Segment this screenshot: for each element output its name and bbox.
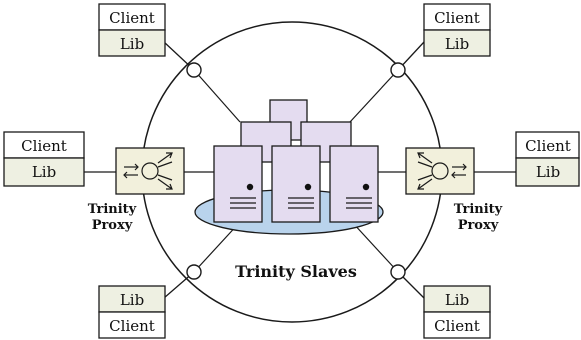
router-icon — [417, 152, 467, 190]
client-stack-bottom-right: Lib Client — [423, 285, 491, 339]
client-label: Client — [21, 137, 67, 155]
client-label: Client — [109, 9, 155, 27]
lib-label: Lib — [536, 163, 560, 181]
client-stack-left: Client Lib — [3, 131, 85, 187]
client-stack-bottom-left: Lib Client — [98, 285, 166, 339]
client-label: Client — [525, 137, 571, 155]
client-label: Client — [109, 317, 155, 335]
lib-label: Lib — [445, 35, 469, 53]
proxy-left-label-2: Proxy — [92, 218, 133, 233]
junction-top-right — [390, 62, 406, 78]
client-stack-top-left: Client Lib — [98, 3, 166, 57]
link-bottom-right — [351, 221, 399, 273]
client-stack-right: Client Lib — [515, 131, 580, 187]
junction-bottom-right — [390, 264, 406, 280]
junction-bottom-left — [186, 264, 202, 280]
lib-label: Lib — [120, 291, 144, 309]
junction-top-left — [186, 62, 202, 78]
router-icon — [123, 152, 173, 190]
server-front-3 — [329, 145, 379, 223]
lib-label: Lib — [32, 163, 56, 181]
client-stack-top-right: Client Lib — [423, 3, 491, 57]
proxy-left-label-1: Trinity — [88, 202, 137, 217]
slaves-label: Trinity Slaves — [235, 262, 357, 281]
proxy-right-label-1: Trinity — [454, 202, 503, 217]
client-label: Client — [434, 317, 480, 335]
link-bottom-left — [193, 221, 241, 273]
proxy-right-label-2: Proxy — [458, 218, 499, 233]
proxy-right — [405, 147, 475, 195]
server-front-1 — [213, 145, 263, 223]
server-front-2 — [271, 145, 321, 223]
proxy-left — [115, 147, 185, 195]
lib-label: Lib — [120, 35, 144, 53]
link-top-left — [193, 69, 241, 123]
client-label: Client — [434, 9, 480, 27]
link-top-right — [349, 69, 399, 123]
lib-label: Lib — [445, 291, 469, 309]
